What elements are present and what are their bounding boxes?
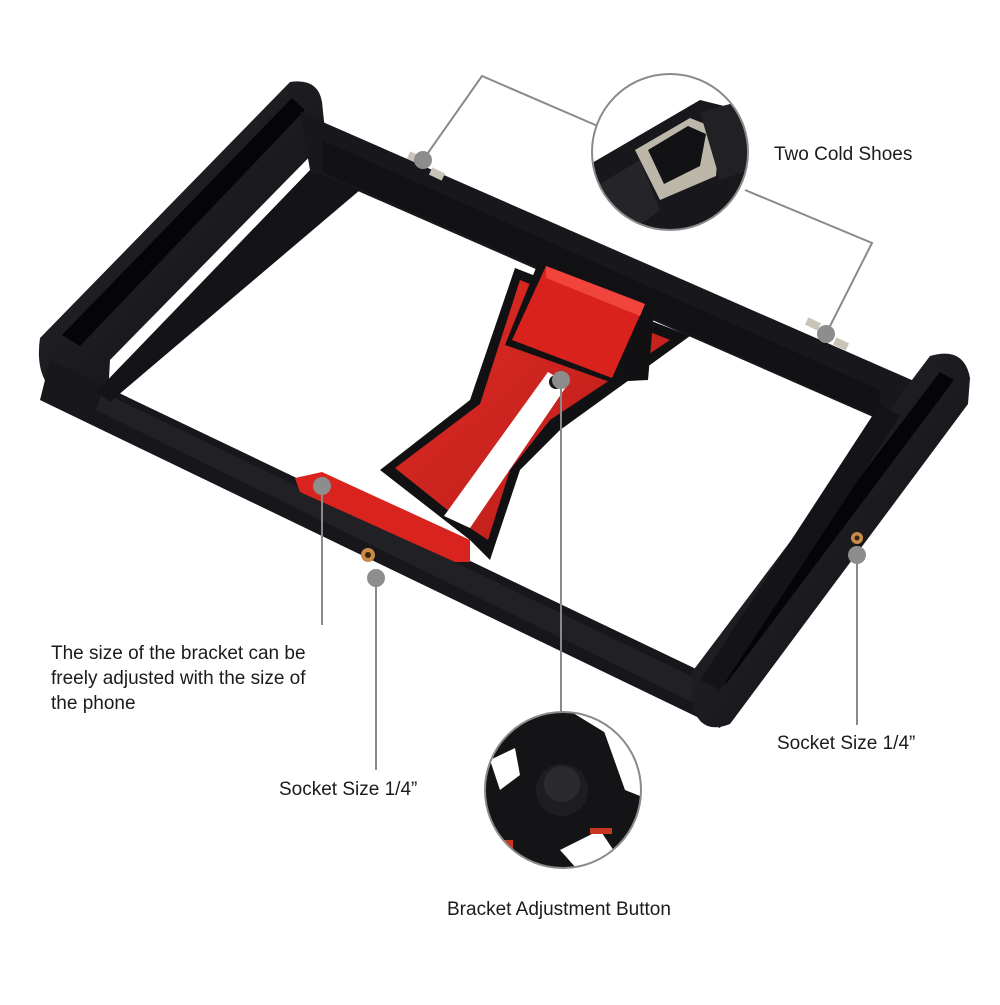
bracket-size-line-2: freely adjusted with the size of [51, 668, 306, 689]
callout-lines [321, 74, 874, 770]
bracket-size-line-1: The size of the bracket can be [51, 643, 306, 664]
callout-label-adjustment-button: Bracket Adjustment Button [447, 899, 671, 920]
phone-clamp [295, 258, 690, 562]
adjustment-button-detail-inset [484, 711, 642, 869]
callout-dots [313, 151, 866, 587]
callout-label-bracket-size: The size of the bracket can be freely ad… [51, 641, 371, 716]
cold-shoe-detail-inset [591, 73, 749, 231]
rig-frame [38, 81, 970, 728]
callout-label-socket-bottom: Socket Size 1/4” [279, 779, 418, 800]
bracket-size-line-3: the phone [51, 693, 136, 714]
callout-label-socket-right: Socket Size 1/4” [777, 733, 916, 754]
callout-label-cold-shoes: Two Cold Shoes [774, 144, 913, 165]
